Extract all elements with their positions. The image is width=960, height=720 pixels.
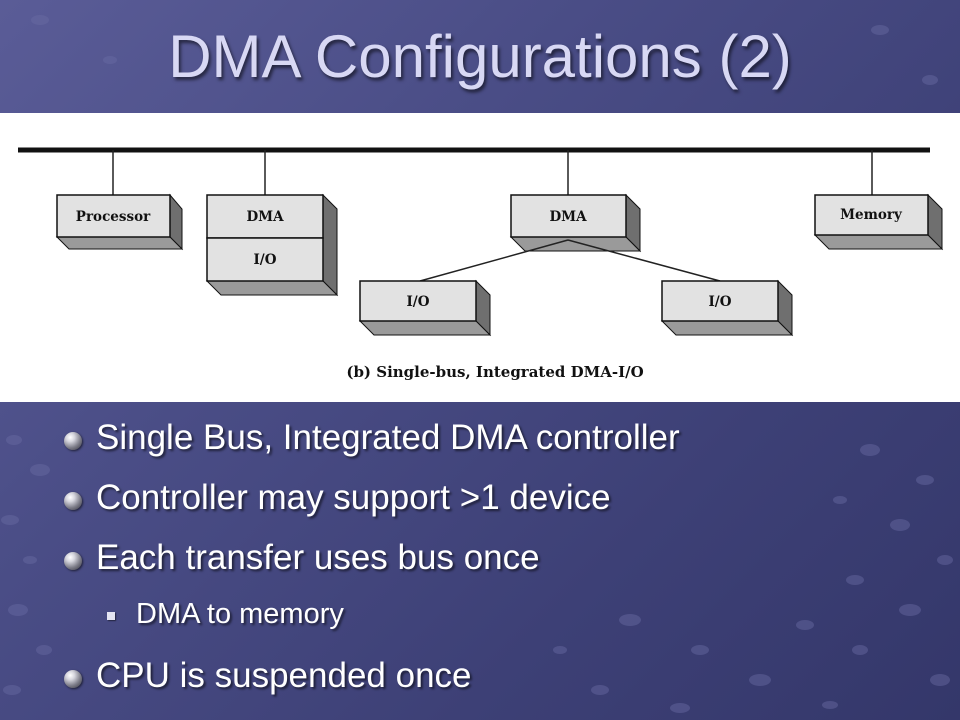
io-bottom-right-box: I/O xyxy=(660,279,794,337)
bullet-text: Each transfer uses bus once xyxy=(96,538,540,577)
bullet-item: Single Bus, Integrated DMA controller xyxy=(62,418,942,478)
processor-box: Processor xyxy=(55,193,184,251)
bullet-text: Single Bus, Integrated DMA controller xyxy=(96,418,680,457)
processor-label: Processor xyxy=(76,209,151,225)
sub-bullet-text: DMA to memory xyxy=(136,598,344,630)
dma-io-link xyxy=(419,239,569,282)
bullet-text: Controller may support >1 device xyxy=(96,478,611,517)
bullet-item: Each transfer uses bus once xyxy=(62,538,942,598)
io-left-label: I/O xyxy=(253,252,276,268)
bullet-sphere-icon xyxy=(64,552,82,570)
io-bottom-right-label: I/O xyxy=(708,294,731,310)
bullet-item: Controller may support >1 device xyxy=(62,478,942,538)
bullet-item: CPU is suspended once xyxy=(62,656,942,716)
memory-box: Memory xyxy=(813,193,944,251)
memory-label: Memory xyxy=(840,207,903,223)
dma-io-stack: DMA I/O xyxy=(205,193,339,297)
io-bottom-left-box: I/O xyxy=(358,279,492,337)
dma-diagram: Processor DMA I/O DMA Memory xyxy=(0,113,960,402)
sub-bullet-item: DMA to memory xyxy=(62,598,942,656)
dma-center-label: DMA xyxy=(549,209,587,225)
bullet-square-icon xyxy=(107,612,115,620)
diagram-caption: (b) Single-bus, Integrated DMA-I/O xyxy=(346,363,643,381)
dma-left-label: DMA xyxy=(246,209,284,225)
bullet-sphere-icon xyxy=(64,670,82,688)
bullet-list: Single Bus, Integrated DMA controller Co… xyxy=(62,418,942,716)
io-bottom-left-label: I/O xyxy=(406,294,429,310)
slide-title: DMA Configurations (2) xyxy=(168,23,792,90)
bullet-sphere-icon xyxy=(64,432,82,450)
bullet-text: CPU is suspended once xyxy=(96,656,472,695)
dma-io-link xyxy=(567,239,721,282)
bullet-sphere-icon xyxy=(64,492,82,510)
diagram-svg: Processor DMA I/O DMA Memory xyxy=(18,147,944,381)
